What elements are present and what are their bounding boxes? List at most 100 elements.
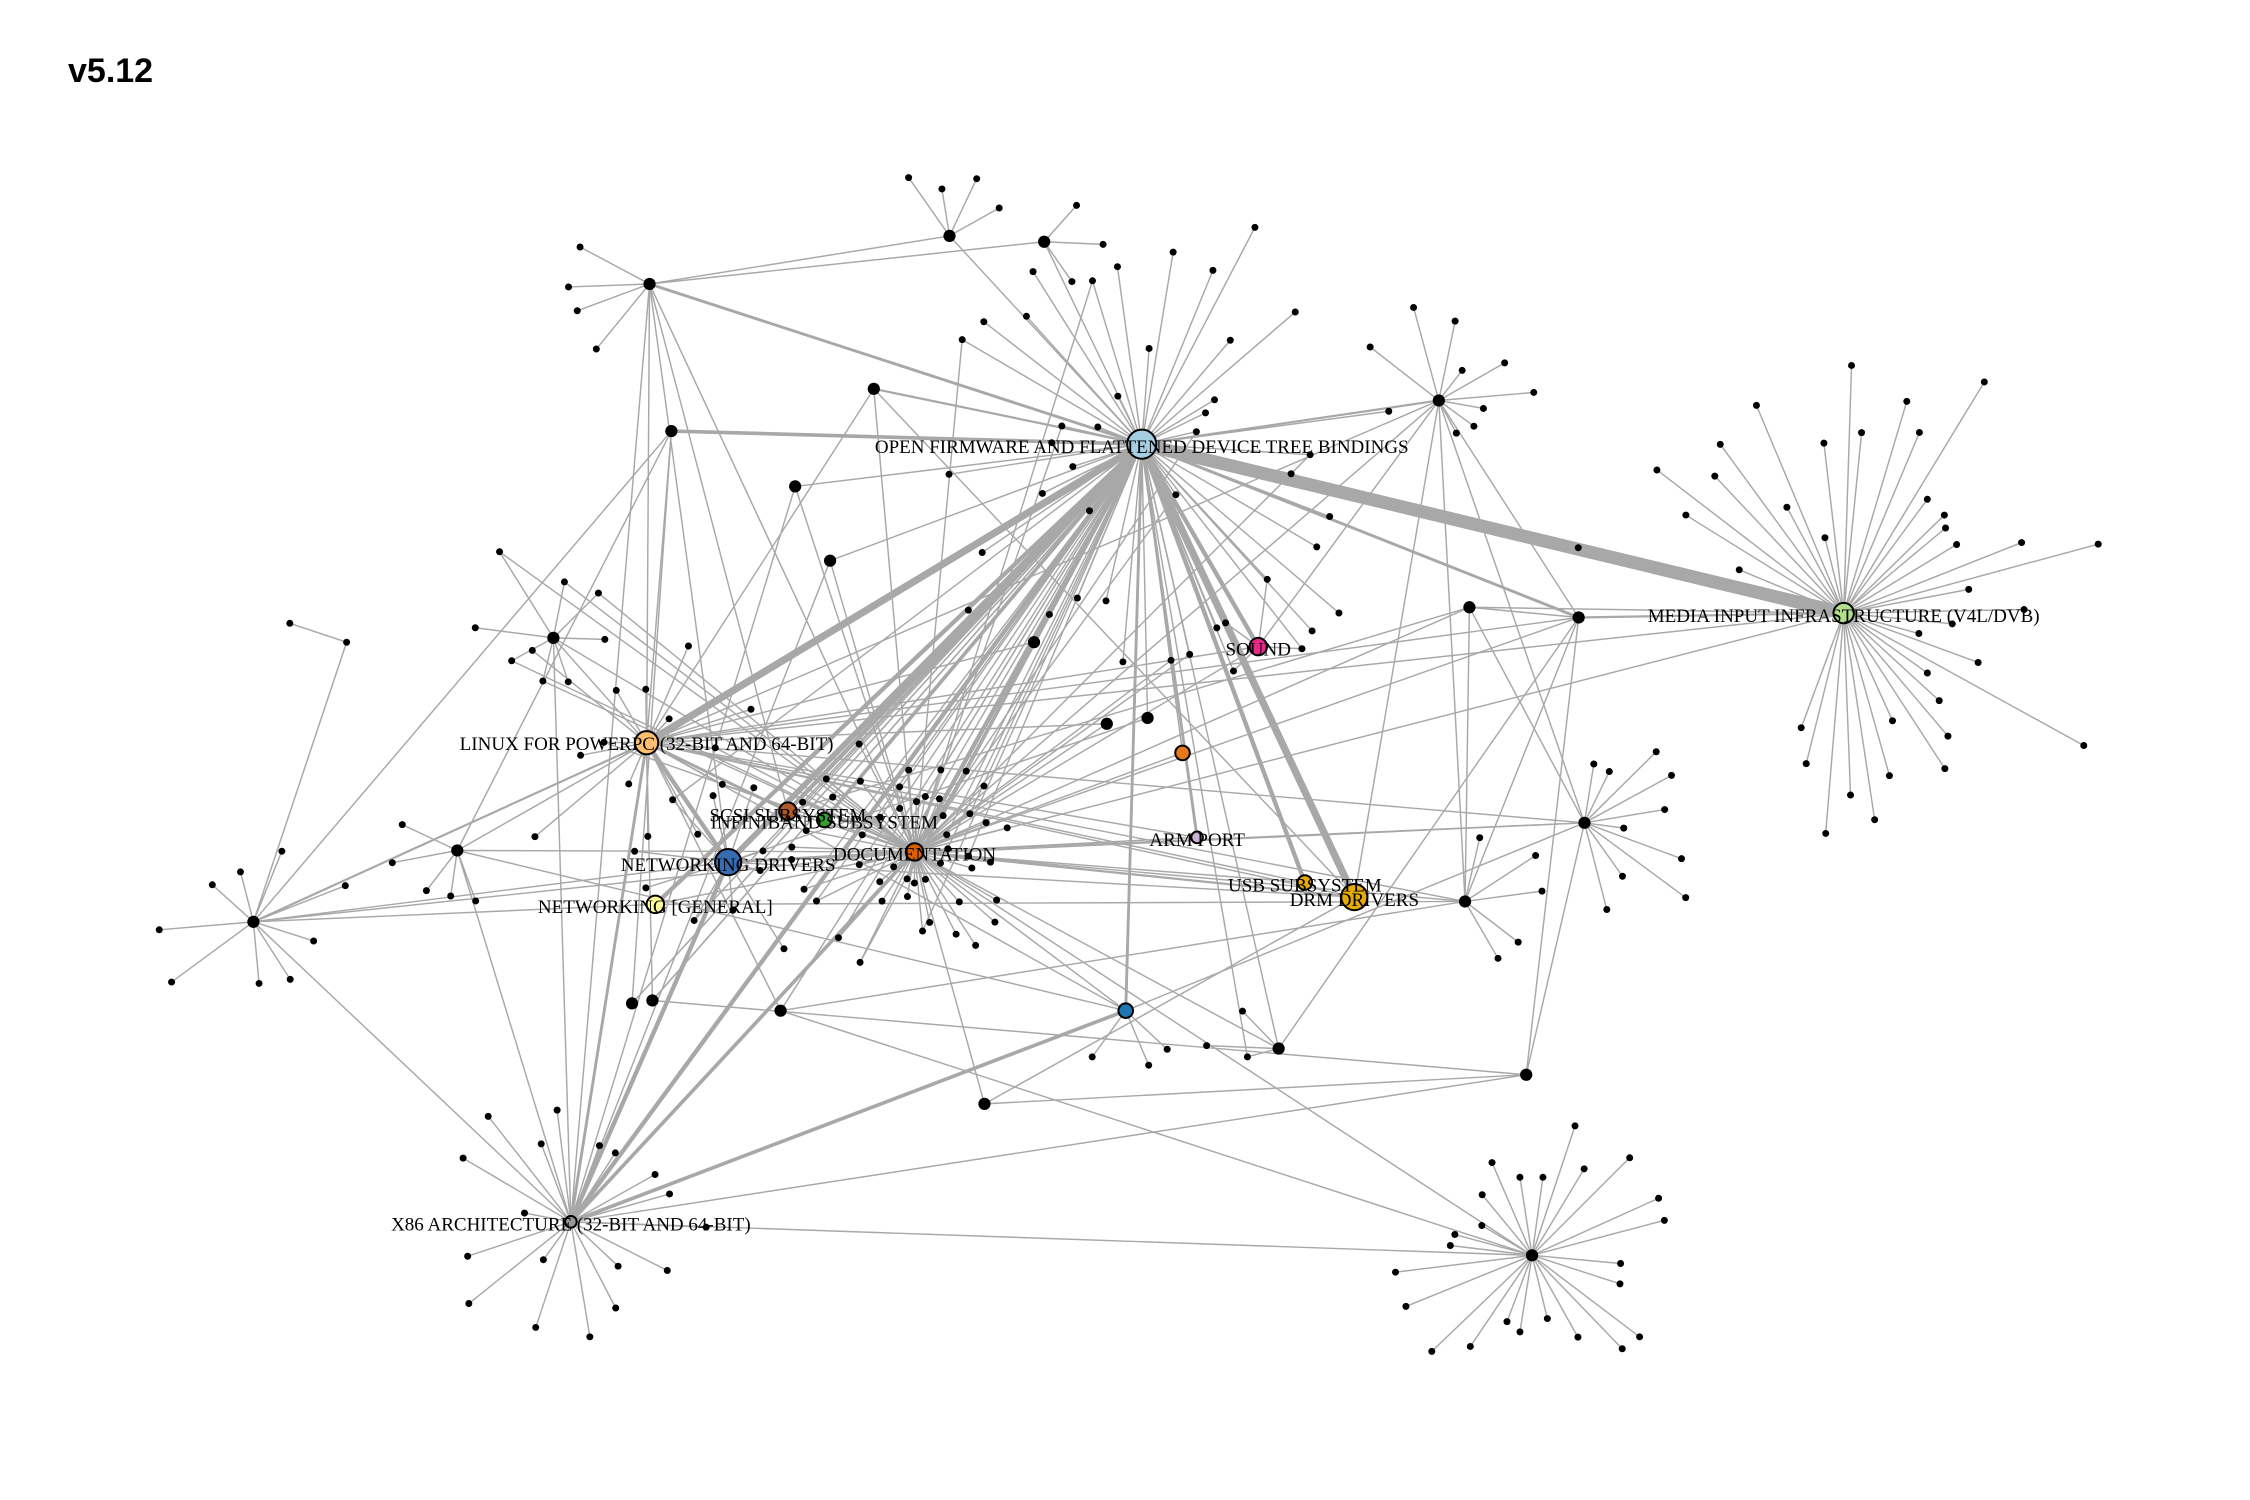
graph-edge <box>553 637 915 853</box>
graph-edge <box>211 884 254 923</box>
graph-edge <box>1105 444 1143 602</box>
graph-node <box>1620 824 1628 832</box>
graph-edge <box>645 645 690 744</box>
graph-edge <box>552 592 599 639</box>
graph-edge <box>914 752 1183 853</box>
graph-edge <box>579 246 650 285</box>
graph-edge <box>1531 1254 1621 1285</box>
hub-label-netdrv: NETWORKING DRIVERS <box>621 855 836 876</box>
graph-edge <box>1842 401 1908 614</box>
graph-node <box>1942 524 1950 532</box>
graph-node <box>1145 344 1153 352</box>
graph-edge <box>942 443 1143 817</box>
graph-node <box>1783 503 1791 511</box>
graph-edge <box>939 443 1143 864</box>
graph-edge <box>1843 612 1940 702</box>
graph-node <box>1073 594 1081 602</box>
graph-edge <box>1584 774 1672 824</box>
graph-node <box>945 470 953 478</box>
graph-node <box>398 821 406 829</box>
graph-edge <box>1805 612 1845 764</box>
graph-edge <box>1438 400 1457 434</box>
graph-edge <box>1141 443 1292 475</box>
graph-edge <box>534 742 648 838</box>
graph-edge <box>531 649 648 744</box>
graph-edge <box>1842 432 1863 614</box>
graph-edge <box>1578 612 1844 619</box>
graph-node <box>774 1004 787 1017</box>
graph-node <box>1291 308 1299 316</box>
graph-node <box>1543 1315 1551 1323</box>
graph-node <box>1885 772 1893 780</box>
graph-edge <box>1438 400 1586 824</box>
graph-edge <box>1584 822 1687 899</box>
graph-edge <box>646 742 1466 903</box>
graph-edge <box>1141 444 1249 1057</box>
graph-edge <box>1583 822 1624 877</box>
graph-node <box>952 930 960 938</box>
graph-node <box>684 642 692 650</box>
graph-edge <box>1369 346 1440 402</box>
graph-node <box>1366 343 1374 351</box>
graph-node <box>1003 824 1011 832</box>
graph-node <box>702 1223 710 1231</box>
graph-edge <box>649 235 950 285</box>
graph-node <box>1476 834 1484 842</box>
graph-node <box>982 819 990 827</box>
graph-node <box>962 767 970 775</box>
graph-edge <box>569 850 916 1224</box>
graph-node <box>1603 906 1611 914</box>
graph-edge <box>1438 391 1534 402</box>
graph-edge <box>1842 613 1852 796</box>
graph-edge <box>646 612 1844 744</box>
graph-edge <box>879 443 1143 818</box>
graph-node <box>1094 423 1102 431</box>
graph-edge <box>914 851 991 863</box>
graph-node <box>802 827 810 835</box>
graph-node <box>1653 466 1661 474</box>
graph-edge <box>1823 443 1845 614</box>
graph-node <box>1119 658 1127 666</box>
graph-edge <box>969 443 1143 815</box>
graph-edge <box>787 606 1470 812</box>
graph-edge <box>595 283 651 350</box>
graph-edge <box>401 823 458 852</box>
graph-node <box>1580 1165 1588 1173</box>
hub-label-drm: DRM DRIVERS <box>1290 890 1419 911</box>
graph-node <box>310 937 318 945</box>
graph-node <box>876 813 884 821</box>
graph-edge <box>913 851 986 1105</box>
graph-edge <box>1525 822 1586 1075</box>
graph-edge <box>1141 270 1214 445</box>
graph-node <box>2018 539 2026 547</box>
graph-edge <box>1525 617 1580 1075</box>
graph-node <box>565 283 573 291</box>
graph-edge <box>961 339 1143 445</box>
graph-node <box>1410 303 1418 311</box>
graph-edge <box>253 851 915 923</box>
graph-node <box>1203 1042 1211 1050</box>
graph-edge <box>946 443 1143 836</box>
graph-node <box>1308 627 1316 635</box>
graph-node <box>1668 771 1676 779</box>
graph-node <box>855 861 863 869</box>
graph-node <box>822 775 830 783</box>
graph-edge <box>631 431 673 1004</box>
graph-node <box>2094 540 2102 548</box>
graph-node <box>1941 765 1949 773</box>
graph-edge <box>1139 443 1261 648</box>
graph-node <box>1239 1007 1246 1015</box>
graph-edge <box>914 821 987 853</box>
graph-node <box>1335 609 1343 617</box>
graph-node <box>943 229 956 243</box>
graph-edge <box>1481 1224 1533 1256</box>
graph-edge <box>984 1074 1527 1105</box>
graph-node <box>1163 1045 1171 1053</box>
graph-node <box>625 780 633 788</box>
graph-edge <box>645 388 875 744</box>
graph-edge <box>1843 432 1921 614</box>
graph-node <box>1525 1249 1539 1262</box>
graph-edge <box>646 708 752 744</box>
graph-edge <box>644 441 1144 746</box>
